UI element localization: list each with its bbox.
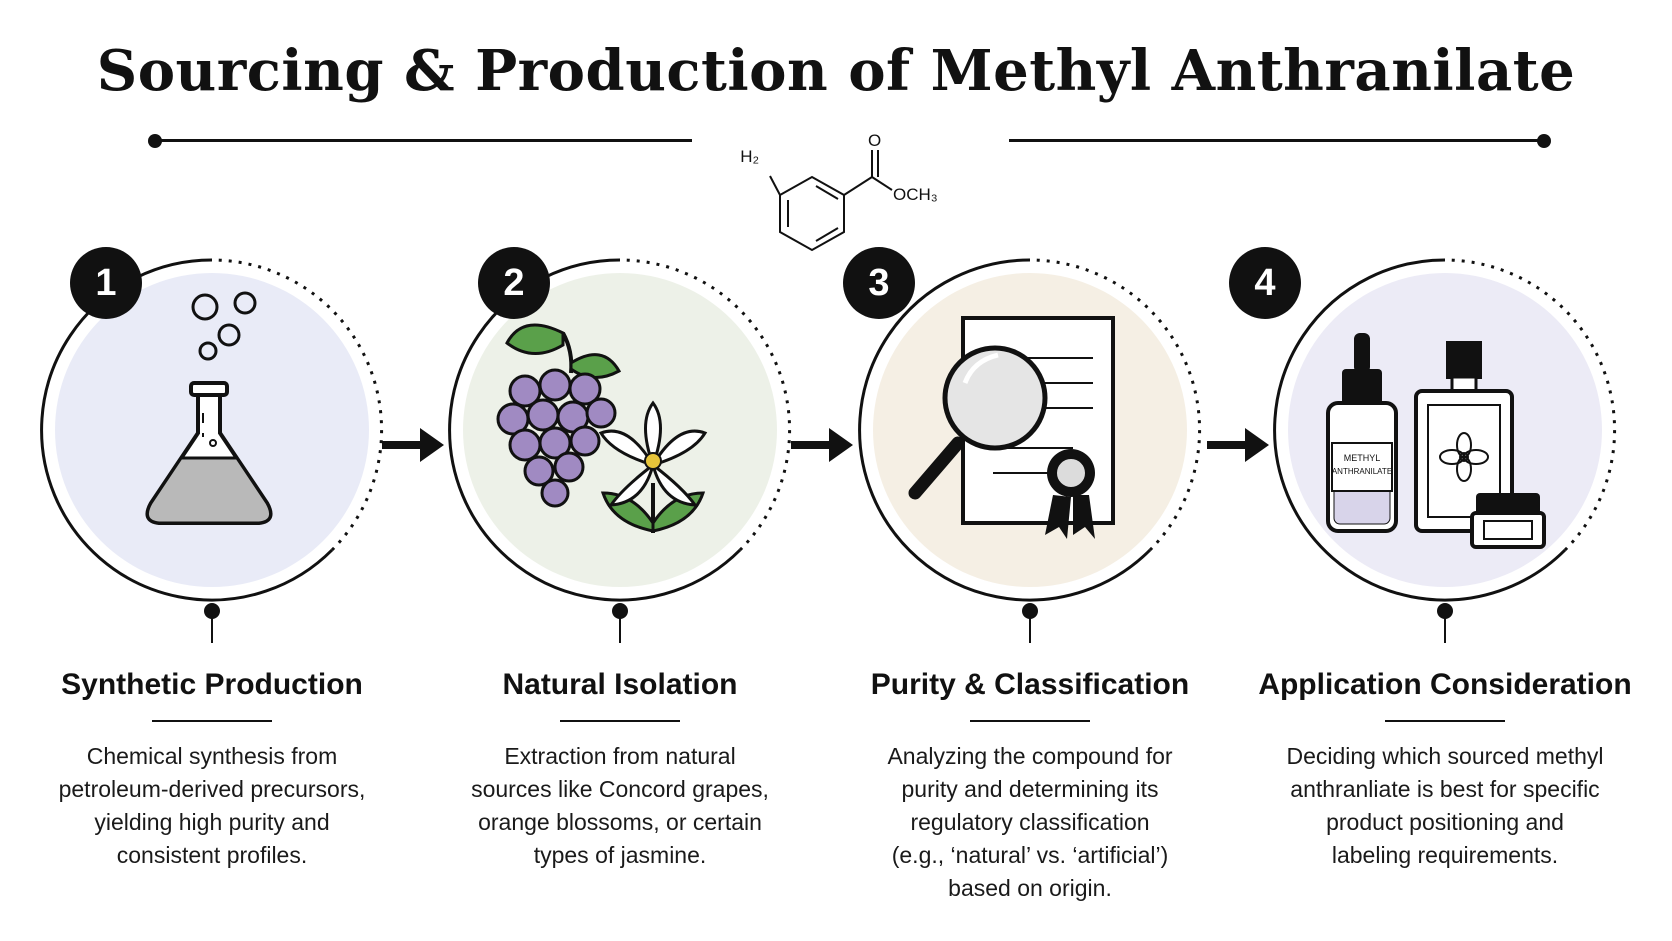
flask-icon	[55, 273, 369, 587]
step-1-connector	[211, 610, 213, 643]
step-2-description-line: orange blossoms, or certain	[478, 809, 762, 835]
step-2-title: Natural Isolation	[502, 668, 738, 701]
step-3-description-line: based on origin.	[948, 875, 1112, 901]
product-bottles-icon: METHYL ANTHRANILATE	[1288, 273, 1602, 587]
document-magnifier-icon	[873, 273, 1187, 587]
step-1-description-line: Chemical synthesis from	[86, 743, 338, 769]
step-purity-classification: 3 Purity & Classification Analyzing the …	[843, 247, 1210, 901]
arrow-right-icon	[378, 420, 448, 470]
step-2-description-line: Extraction from natural	[504, 743, 736, 769]
step-1-badge: 1	[70, 247, 142, 319]
step-4-ring	[1265, 250, 1625, 610]
bottle-label-line2: ANTHRANILATE	[1332, 467, 1392, 476]
step-2-badge: 2	[478, 247, 550, 319]
step-3-title-underline	[970, 720, 1090, 722]
step-4-description-line: Deciding which sourced methyl	[1286, 743, 1604, 769]
step-3-badge: 3	[843, 247, 915, 319]
step-3-description: Analyzing the compound for purity and de…	[830, 740, 1230, 905]
step-3-description-line: purity and determining its	[901, 776, 1159, 802]
step-4-description-line: labeling requirements.	[1331, 842, 1559, 868]
amine-label: NH₂	[740, 147, 759, 166]
title-rule-left	[155, 139, 692, 142]
step-4-title-underline	[1385, 720, 1505, 722]
arrow-right-icon	[1203, 420, 1273, 470]
ester-label: OCH₃	[893, 185, 938, 204]
step-2-connector	[619, 610, 621, 643]
carbonyl-oxygen-label: O	[868, 131, 881, 150]
step-4-description: Deciding which sourced methyl anthranlia…	[1245, 740, 1645, 872]
step-1-description: Chemical synthesis from petroleum-derive…	[12, 740, 412, 872]
step-1-description-line: petroleum-derived precursors,	[58, 776, 366, 802]
step-4-badge: 4	[1229, 247, 1301, 319]
page-title: Sourcing & Production of Methyl Anthrani…	[96, 38, 1576, 104]
arrow-right-icon	[787, 420, 857, 470]
step-2-description-line: sources like Concord grapes,	[471, 776, 769, 802]
methyl-anthranilate-structure: NH₂ O OCH₃	[728, 130, 960, 265]
step-natural-isolation: 2 Natural Isolation Extraction from natu…	[440, 247, 800, 868]
step-1-description-line: consistent profiles.	[116, 842, 308, 868]
step-2-description: Extraction from natural sources like Con…	[420, 740, 820, 872]
step-synthetic-production: 1 Synthetic Production Chemical synthesi…	[32, 247, 392, 868]
step-3-description-line: Analyzing the compound for	[887, 743, 1173, 769]
title-rule-right	[1009, 139, 1544, 142]
step-1-description-line: yielding high purity and	[94, 809, 330, 835]
step-4-connector	[1444, 610, 1446, 643]
step-1-title-underline	[152, 720, 272, 722]
step-application-consideration: METHYL ANTHRANILATE 4 Application Consid…	[1229, 247, 1632, 868]
step-3-ring	[850, 250, 1210, 610]
step-3-description-line: (e.g., ‘natural’ vs. ‘artificial’)	[891, 842, 1169, 868]
grapes-and-blossom-icon	[463, 273, 777, 587]
title-rule-dot-right	[1537, 134, 1551, 148]
step-4-description-line: product positioning and	[1326, 809, 1564, 835]
step-3-description-line: regulatory classification	[910, 809, 1150, 835]
step-4-description-line: anthranliate is best for specific	[1290, 776, 1600, 802]
step-2-title-underline	[560, 720, 680, 722]
step-4-title: Application Consideration	[1258, 668, 1632, 701]
bottle-label-line1: METHYL	[1344, 453, 1381, 463]
step-1-title: Synthetic Production	[61, 668, 363, 701]
step-2-description-line: types of jasmine.	[533, 842, 707, 868]
step-3-title: Purity & Classification	[870, 668, 1190, 701]
step-3-connector	[1029, 610, 1031, 643]
